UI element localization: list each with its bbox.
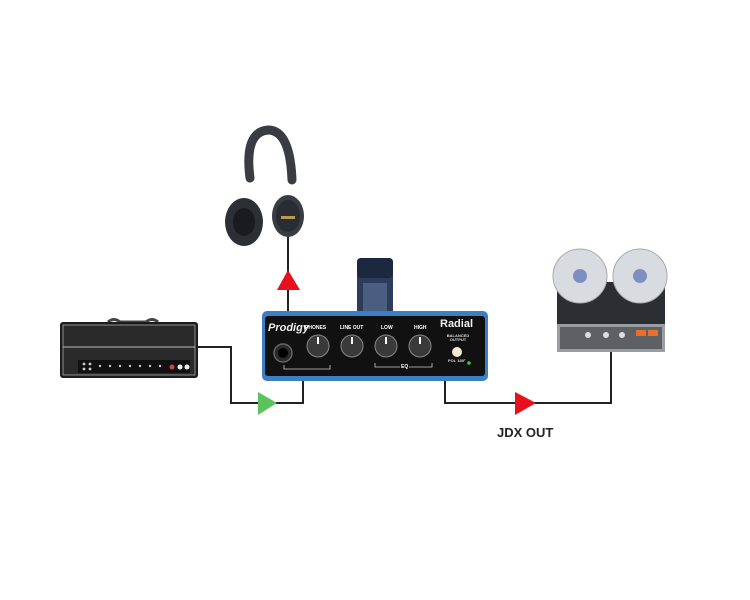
balanced-output-label: BALANCED OUTPUT — [446, 333, 470, 342]
jdx-out-label: JDX OUT — [497, 425, 554, 440]
red-arrow-up-icon — [277, 270, 300, 290]
prodigy-unit — [262, 258, 488, 381]
headphones-icon — [225, 125, 304, 246]
radial-brand-label: Radial — [440, 318, 474, 330]
knob-label-phones: PHONES — [305, 325, 327, 331]
amp-head — [60, 318, 198, 378]
knob-label-line-out: LINE OUT — [340, 325, 364, 331]
green-arrow-icon — [258, 392, 277, 415]
knob-label-high: HIGH — [414, 325, 427, 331]
knob-label-low: LOW — [381, 325, 393, 331]
cable-amp-to-prodigy — [198, 346, 304, 404]
prodigy-model-label: Prodigy — [268, 322, 309, 334]
pol-label: POL 180° — [448, 358, 466, 363]
red-arrow-right-icon — [515, 392, 536, 415]
eq-label: EQ — [400, 364, 410, 370]
tape-deck — [552, 248, 668, 352]
